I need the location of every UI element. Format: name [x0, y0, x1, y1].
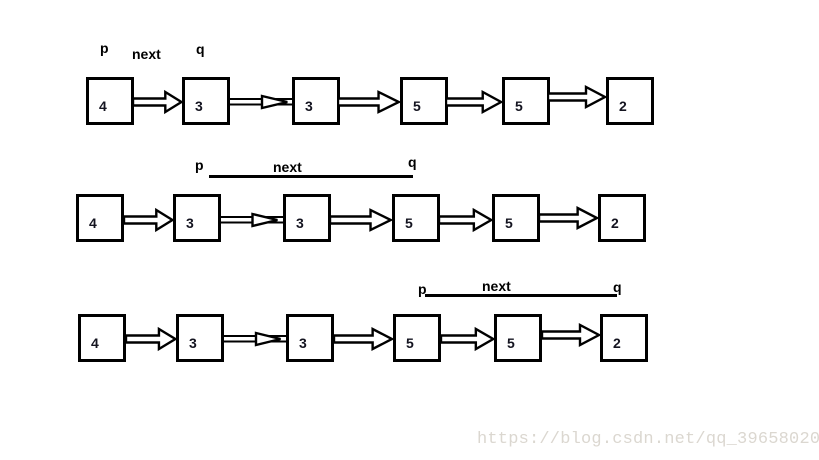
- list-node: 5: [502, 77, 550, 125]
- node-value: 3: [195, 98, 203, 114]
- node-value: 5: [515, 98, 523, 114]
- node-value: 5: [507, 335, 515, 351]
- pointer-next-label: next: [132, 46, 161, 62]
- pointer-next-label: next: [482, 278, 511, 294]
- node-value: 4: [89, 215, 97, 231]
- list-node: 4: [76, 194, 124, 242]
- list-node: 5: [393, 314, 441, 362]
- pointer-q-label: q: [408, 154, 417, 170]
- list-node: 5: [400, 77, 448, 125]
- next-arrow-icon: [439, 207, 494, 233]
- pointer-p-label: p: [418, 281, 427, 297]
- pointer-p-label: p: [100, 40, 109, 56]
- list-node: 5: [492, 194, 540, 242]
- node-value: 2: [611, 215, 619, 231]
- next-arrow-icon: [548, 84, 608, 110]
- watermark-url: https://blog.csdn.net/qq_39658020: [477, 430, 819, 449]
- list-node: 3: [176, 314, 224, 362]
- node-value: 5: [406, 335, 414, 351]
- next-arrow-icon: [542, 322, 602, 348]
- pointer-q-label: q: [196, 41, 205, 57]
- node-value: 4: [91, 335, 99, 351]
- next-arrow-icon: [229, 89, 295, 115]
- pointer-p-label: p: [195, 157, 204, 173]
- pointer-next-label: next: [273, 159, 302, 175]
- list-node: 4: [86, 77, 134, 125]
- node-value: 3: [305, 98, 313, 114]
- node-value: 5: [413, 98, 421, 114]
- node-value: 3: [186, 215, 194, 231]
- next-arrow-icon: [133, 89, 184, 115]
- node-value: 5: [405, 215, 413, 231]
- node-value: 3: [189, 335, 197, 351]
- next-arrow-icon: [224, 326, 288, 352]
- list-node: 3: [182, 77, 230, 125]
- list-node: 3: [292, 77, 340, 125]
- next-arrow-icon: [220, 207, 285, 233]
- next-arrow-icon: [441, 326, 496, 352]
- list-node: 3: [283, 194, 331, 242]
- list-node: 2: [600, 314, 648, 362]
- list-node: 2: [598, 194, 646, 242]
- list-node: 4: [78, 314, 126, 362]
- node-value: 3: [299, 335, 307, 351]
- next-arrow-icon: [124, 207, 175, 233]
- list-node: 3: [173, 194, 221, 242]
- next-arrow-icon: [338, 89, 402, 115]
- next-arrow-icon: [330, 207, 394, 233]
- next-arrow-icon: [539, 205, 600, 231]
- pointer-span-line: [425, 294, 617, 297]
- node-value: 5: [505, 215, 513, 231]
- next-arrow-icon: [334, 326, 395, 352]
- node-value: 3: [296, 215, 304, 231]
- node-value: 4: [99, 98, 107, 114]
- list-node: 2: [606, 77, 654, 125]
- list-node: 3: [286, 314, 334, 362]
- node-value: 2: [619, 98, 627, 114]
- next-arrow-icon: [126, 326, 178, 352]
- list-node: 5: [392, 194, 440, 242]
- node-value: 2: [613, 335, 621, 351]
- next-arrow-icon: [446, 89, 504, 115]
- pointer-q-label: q: [613, 279, 622, 295]
- pointer-span-line: [209, 175, 413, 178]
- list-node: 5: [494, 314, 542, 362]
